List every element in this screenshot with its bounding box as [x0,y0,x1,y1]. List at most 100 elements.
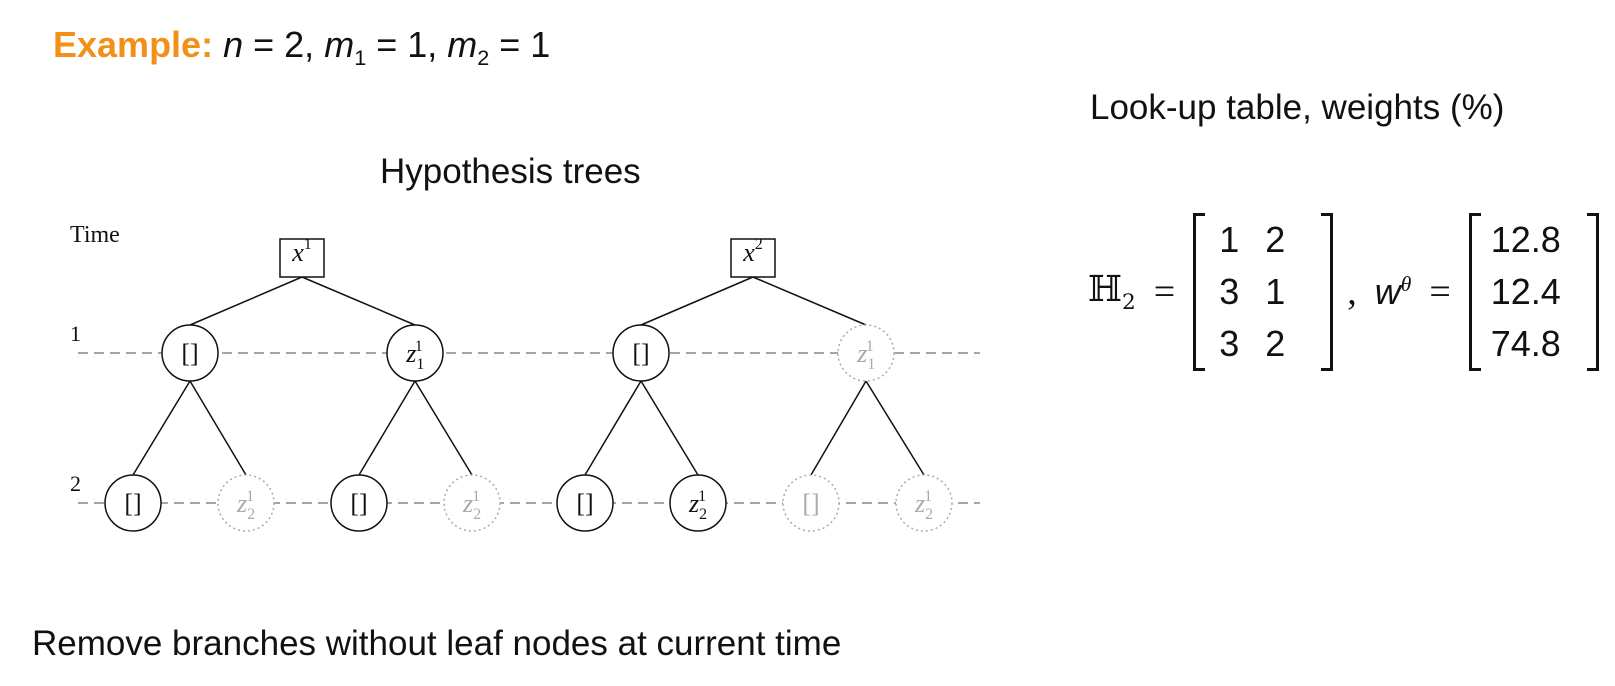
weight-value: 12.8 [1490,219,1561,260]
hypothesis-node [669,474,727,532]
table-title: Look-up table, weights (%) [1090,88,1505,127]
node-label-main: z [405,339,416,368]
example-label: Example: [53,24,214,65]
node-label-sub: 2 [247,506,255,523]
node-label-sup: 1 [698,488,706,505]
tree-edge [132,380,191,476]
tree-edge [189,276,303,326]
node-label-main: [] [181,339,198,368]
hypothesis-matrix-cell: 1 [1265,271,1286,312]
node-label: [] [124,489,141,518]
node-label-sup: 1 [304,236,312,253]
node-label-main: z [856,339,867,368]
node-label-sup: 1 [924,488,932,505]
node-label-main: z [462,489,473,518]
weights-symbol-letter: w [1374,271,1401,312]
formula-m1-sub: 1 [354,45,367,71]
weight-value: 12.4 [1490,271,1561,312]
hypothesis-node [104,474,162,532]
node-label-sub: 2 [699,506,707,523]
formula-m1: m [324,24,355,65]
hypothesis-node [161,324,219,382]
formula-n: n [223,24,244,65]
formula-n-eq: = 2, [243,24,325,65]
weights-vector-left-bracket [1468,213,1481,371]
node-label-main: [] [576,489,593,518]
hypothesis-node [330,474,388,532]
weights-symbol: wθ [1375,271,1412,313]
formula-m2: m [447,24,478,65]
hypothesis-node [895,474,953,532]
tree-edge [301,276,416,326]
hypothesis-matrix-cell: 3 [1219,323,1240,364]
tree-edge [810,380,867,476]
node-label-sup: 1 [472,488,480,505]
hypothesis-matrix-left-bracket [1193,213,1206,371]
node-label-main: z [236,489,247,518]
hypothesis-node [386,324,444,382]
tree-edge [584,380,642,476]
hypothesis-matrix-right-bracket [1321,213,1334,371]
time-level-label: 1 [70,321,81,346]
weight-value: 74.8 [1490,323,1561,364]
comma-separator: , [1347,271,1357,313]
tree-edge [414,380,473,476]
node-label: [] [632,339,649,368]
weights-vector: 12.8 12.4 74.8 [1481,214,1587,370]
node-label-main: z [914,489,925,518]
node-label: [] [350,489,367,518]
hypothesis-matrix-cell: 3 [1219,271,1240,312]
node-label-sup: 1 [415,338,423,355]
node-label-main: z [688,489,699,518]
node-label: [] [181,339,198,368]
tree-title: Hypothesis trees [380,152,641,191]
time-axis-label: Time [70,222,120,248]
example-line: Example: n = 2, m1 = 1, m2 = 1 [53,24,550,71]
root-box [730,238,776,278]
hypothesis-node [217,474,275,532]
formula-m2-sub: 2 [477,45,490,71]
hypothesis-node [556,474,614,532]
tree-edge [640,380,699,476]
node-label: z21 [914,488,933,523]
root-label: x1 [291,236,312,267]
tree-edge [752,276,867,326]
footer-caption: Remove branches without leaf nodes at cu… [32,624,842,663]
node-label-main: [] [802,489,819,518]
hypothesis-matrix-cell: 2 [1265,219,1286,260]
equals-sign-2: = [1429,271,1451,313]
hypothesis-matrix-cell: 1 [1219,219,1240,260]
node-label-main: x [742,238,755,267]
root-label: x2 [742,236,763,267]
node-label-sup: 1 [866,338,874,355]
weights-vector-right-bracket [1586,213,1599,371]
tree-edge [189,380,247,476]
node-label: z21 [462,488,481,523]
node-label: z21 [688,488,707,523]
node-label: z11 [405,338,424,373]
hypothesis-symbol-sub: 2 [1122,290,1136,316]
node-label-main: [] [124,489,141,518]
hypothesis-matrix-cell: 2 [1265,323,1286,364]
node-label: [] [576,489,593,518]
node-label-sub: 1 [867,356,875,373]
weights-symbol-sup: θ [1400,272,1412,296]
time-level-label: 2 [70,471,81,496]
node-label: z11 [856,338,875,373]
node-label-sub: 2 [925,506,933,523]
formula-m1-eq: = 1, [366,24,448,65]
node-label-main: [] [632,339,649,368]
node-label: [] [802,489,819,518]
hypothesis-symbol: ℍ2 [1088,269,1136,315]
hypothesis-node [782,474,840,532]
tree-edge [865,380,925,476]
hypothesis-node [443,474,501,532]
tree-edge [358,380,416,476]
node-label-sub: 2 [473,506,481,523]
hypothesis-node [837,324,895,382]
node-label-sup: 1 [246,488,254,505]
hypothesis-node [612,324,670,382]
